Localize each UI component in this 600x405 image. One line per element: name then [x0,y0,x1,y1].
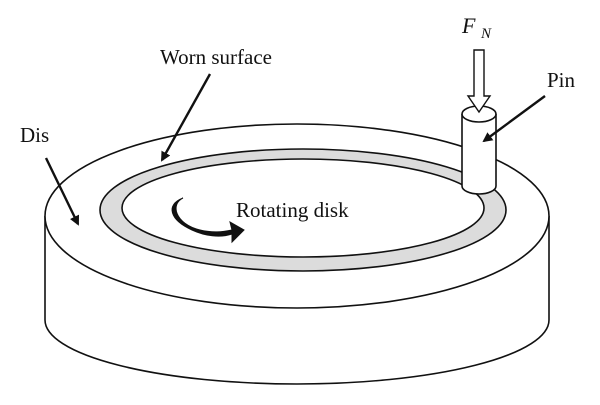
rotating-disk-label: Rotating disk [236,198,349,222]
worn-surface-leader-arrow [160,73,212,162]
rotation-arrow-icon [171,197,245,244]
pin-leader-arrow [482,95,546,143]
worn-surface-label: Worn surface [160,45,272,69]
normal-force-label: F N [461,13,492,42]
normal-force-subscript: N [480,26,492,42]
disk-label: Dis [20,123,49,147]
pin-label: Pin [547,68,576,92]
normal-force-symbol: F [461,13,476,38]
disk-leader-arrow [44,157,80,226]
pin-body [461,114,497,195]
normal-force-arrow-icon [466,49,492,114]
